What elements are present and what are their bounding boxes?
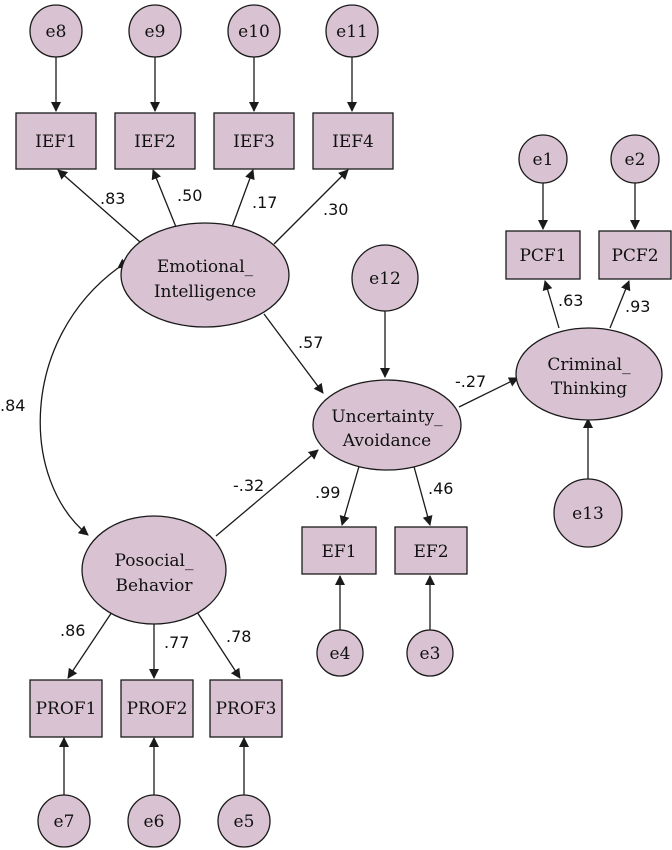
error-node-e1: e1 (518, 134, 568, 184)
edge-ei-ief2 (151, 169, 177, 228)
error-node-e12: e12 (351, 244, 419, 312)
observed-label-prof1: PROF1 (36, 699, 97, 719)
error-label-e9: e9 (145, 22, 166, 42)
coef-pcf1: .63 (558, 291, 583, 310)
observed-label-pcf2: PCF2 (611, 246, 658, 266)
observed-label-ief4: IEF4 (332, 132, 374, 152)
error-node-e4: e4 (316, 629, 364, 677)
coef-prof3: .78 (226, 627, 251, 646)
edge-ct-pcf2 (609, 280, 631, 329)
observed-node-ef1: EF1 (301, 526, 377, 575)
coef-prof2: .77 (164, 633, 189, 652)
observed-node-prof3: PROF3 (209, 679, 283, 738)
edge-pb-prof3 (196, 611, 241, 679)
latent-label-ct-line2: Thinking (551, 379, 627, 399)
coef-ief1: .83 (100, 189, 125, 208)
edge-pb-prof1 (67, 611, 113, 679)
error-label-e1: e1 (533, 150, 554, 170)
latent-node-criminal-thinking: Criminal_ Thinking (515, 327, 663, 421)
latent-node-uncertainty-avoidance: Uncertainty_ Avoidance (312, 379, 462, 471)
observed-label-prof2: PROF2 (127, 699, 188, 719)
observed-node-prof1: PROF1 (29, 679, 103, 738)
latent-label-ua-line1: Uncertainty_ (331, 407, 443, 427)
latent-label-ua-line2: Avoidance (342, 431, 431, 451)
error-label-e8: e8 (46, 22, 67, 42)
error-label-e7: e7 (54, 812, 75, 832)
observed-node-pcf1: PCF1 (505, 230, 581, 280)
error-node-e8: e8 (29, 4, 83, 58)
edge-ua-ef2 (412, 462, 433, 526)
error-node-e7: e7 (37, 794, 91, 848)
observed-node-pcf2: PCF2 (598, 230, 672, 280)
error-label-e6: e6 (144, 812, 165, 832)
coef-pcf2: .93 (625, 297, 650, 316)
error-node-e5: e5 (217, 794, 271, 848)
edge-ei-ief4 (273, 169, 349, 245)
error-label-e13: e13 (572, 504, 604, 524)
error-node-e6: e6 (127, 794, 181, 848)
observed-label-ef2: EF2 (413, 542, 448, 562)
observed-label-pcf1: PCF1 (519, 246, 566, 266)
latent-node-emotional-intelligence: Emotional_ Intelligence (120, 222, 290, 328)
edge-ua-ef1 (339, 462, 361, 526)
error-node-e11: e11 (325, 4, 379, 58)
latent-label-ei-line2: Intelligence (154, 282, 256, 302)
observed-label-prof3: PROF3 (216, 699, 277, 719)
coef-ei-ua: .57 (298, 333, 323, 352)
error-label-e10: e10 (238, 22, 270, 42)
latent-label-ei-line1: Emotional_ (157, 257, 254, 277)
error-label-e3: e3 (420, 644, 441, 664)
coef-ief3: .17 (252, 193, 277, 212)
edge-ei-pb-covariance (39, 258, 129, 536)
coef-ief2: .50 (177, 186, 202, 205)
error-label-e5: e5 (234, 812, 255, 832)
coef-ef1: .99 (315, 483, 340, 502)
observed-node-ief3: IEF3 (213, 112, 295, 170)
coef-ef2: .46 (428, 479, 453, 498)
coef-pb-ua: -.32 (233, 476, 264, 495)
error-label-e11: e11 (336, 22, 368, 42)
error-node-e2: e2 (610, 134, 660, 184)
latent-node-posocial-behavior: Posocial_ Behavior (81, 515, 227, 625)
edge-ei-ief1 (57, 169, 141, 243)
edge-pb-ua (215, 449, 319, 537)
latent-label-ct-line1: Criminal_ (547, 355, 631, 375)
observed-node-ief2: IEF2 (114, 112, 196, 170)
observed-label-ief2: IEF2 (134, 132, 176, 152)
coef-prof1: .86 (60, 621, 85, 640)
observed-label-ief1: IEF1 (35, 132, 77, 152)
coef-ei-pb: .84 (0, 396, 25, 415)
error-label-e4: e4 (330, 644, 351, 664)
error-node-e13: e13 (553, 478, 623, 548)
coef-ua-ct: -.27 (455, 372, 486, 391)
observed-node-ef2: EF2 (394, 526, 468, 575)
observed-node-prof2: PROF2 (120, 679, 194, 738)
error-node-e3: e3 (406, 629, 454, 677)
observed-label-ef1: EF1 (321, 542, 356, 562)
edge-ct-pcf1 (542, 280, 560, 329)
observed-label-ief3: IEF3 (233, 132, 275, 152)
coef-ief4: .30 (323, 200, 348, 219)
latent-label-pb-line2: Behavior (115, 576, 193, 596)
observed-node-ief4: IEF4 (312, 112, 394, 170)
edge-ei-ief3 (231, 169, 255, 228)
edge-ua-ct (458, 377, 519, 408)
observed-node-ief1: IEF1 (15, 112, 97, 170)
latent-label-pb-line1: Posocial_ (115, 551, 194, 571)
error-node-e9: e9 (128, 4, 182, 58)
error-label-e2: e2 (625, 150, 646, 170)
error-node-e10: e10 (227, 4, 281, 58)
edge-ei-ua (263, 313, 324, 394)
error-label-e12: e12 (369, 269, 401, 289)
